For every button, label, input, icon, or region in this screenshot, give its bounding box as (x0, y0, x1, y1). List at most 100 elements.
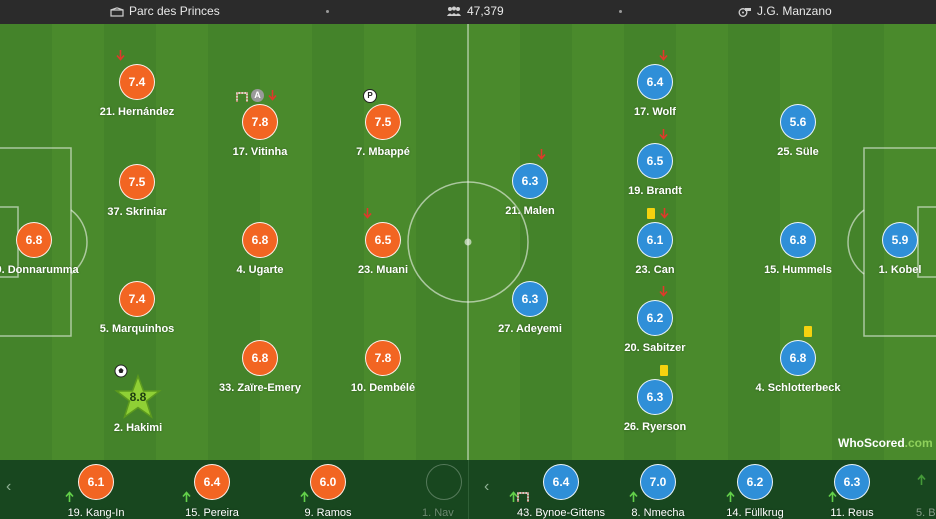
player-name: 25. Süle (777, 146, 819, 158)
rating-badge: 7.5 (119, 164, 155, 200)
brand-name: WhoScored (838, 436, 905, 450)
substitutes-bench: ‹ 6.1 19. Kang-In 6.4 15. Pereira 6.0 9.… (0, 460, 936, 519)
rating-badge: 6.1 (78, 464, 114, 500)
referee: J.G. Manzano (738, 0, 832, 24)
rating-badge: 6.8 (242, 222, 278, 258)
brand-suffix: .com (904, 436, 933, 450)
red-down-arrow-icon (660, 208, 669, 219)
player-name: 4. Ugarte (236, 264, 284, 276)
pitch-stripe (416, 24, 468, 460)
stadium-icon (110, 7, 124, 17)
green-up-arrow-icon (917, 474, 926, 485)
pitch: 6.8 99. Donnarumma 7.4 21. Hernández 7.5… (0, 24, 936, 460)
green-up-arrow-icon (300, 491, 309, 502)
player-name: 7. Mbappé (356, 146, 410, 158)
whoscored-logo: WhoScored.com (838, 436, 933, 450)
player-name: 8. Nmecha (631, 507, 685, 519)
chevron-left-icon[interactable]: ‹ (6, 478, 12, 495)
rating-badge: 6.8 (242, 340, 278, 376)
green-up-arrow-icon (726, 491, 735, 502)
yellow-card-icon (804, 326, 812, 337)
player-name: 1. Kobel (878, 264, 922, 276)
player-name: 37. Skriniar (107, 206, 167, 218)
rating-badge: 6.3 (637, 379, 673, 415)
player-name: 17. Wolf (634, 106, 676, 118)
goal-chance-icon (236, 92, 248, 102)
green-up-arrow-icon (828, 491, 837, 502)
green-up-arrow-icon (182, 491, 191, 502)
rating-badge: 8.8 (129, 390, 147, 404)
red-down-arrow-icon (537, 149, 546, 160)
player-name: 99. Donnarumma (0, 264, 79, 276)
player-name: 20. Sabitzer (624, 342, 686, 354)
rating-badge (426, 464, 462, 500)
rating-badge: 6.1 (637, 222, 673, 258)
referee-name: J.G. Manzano (757, 4, 832, 18)
player-name: 9. Ramos (304, 507, 352, 519)
green-up-arrow-icon (629, 491, 638, 502)
player-name: 26. Ryerson (623, 421, 687, 433)
rating-badge: 6.8 (780, 340, 816, 376)
player-name: 17. Vitinha (232, 146, 288, 158)
bench-divider (468, 460, 469, 519)
rating-badge: 6.8 (780, 222, 816, 258)
rating-badge: 6.0 (310, 464, 346, 500)
red-down-arrow-icon (659, 129, 668, 140)
player-name: 11. Reus (830, 507, 874, 519)
red-down-arrow-icon (116, 50, 125, 61)
match-info-bar: Parc des Princes 47,379 J.G. Manzano (0, 0, 936, 24)
assist-icon: A (251, 89, 264, 102)
rating-badge: 6.4 (637, 64, 673, 100)
rating-badge: 6.5 (365, 222, 401, 258)
rating-badge: 5.6 (780, 104, 816, 140)
chevron-left-icon[interactable]: ‹ (484, 478, 490, 495)
rating-badge: 7.4 (119, 281, 155, 317)
player-name: 10. Dembélé (350, 382, 416, 394)
rating-badge: 6.3 (512, 281, 548, 317)
pitch-markings (0, 24, 936, 460)
penalty-icon: P (363, 89, 377, 103)
rating-badge: 7.5 (365, 104, 401, 140)
player-name: 21. Hernández (99, 106, 175, 118)
player-name: 15. Pereira (185, 507, 239, 519)
rating-badge: 7.8 (365, 340, 401, 376)
player-name: 19. Brandt (628, 185, 682, 197)
yellow-card-icon (660, 365, 668, 376)
green-up-arrow-icon (509, 491, 518, 502)
pitch-stripe (728, 24, 780, 460)
red-down-arrow-icon (363, 208, 372, 219)
rating-badge: 7.8 (242, 104, 278, 140)
football-icon (114, 364, 128, 378)
player-name: 4. Schlotterbeck (755, 382, 841, 394)
player-name: 21. Malen (505, 205, 555, 217)
red-down-arrow-icon (268, 90, 277, 101)
player-name: 23. Muani (357, 264, 409, 276)
attendance-value: 47,379 (467, 4, 504, 18)
venue: Parc des Princes (110, 0, 220, 24)
player-name: 2. Hakimi (113, 422, 163, 434)
rating-badge: 6.4 (543, 464, 579, 500)
red-down-arrow-icon (659, 286, 668, 297)
whistle-icon (738, 8, 751, 18)
crowd-icon (447, 6, 461, 17)
goal-chance-icon (517, 492, 529, 502)
man-of-the-match-star-icon (114, 374, 162, 419)
player-name: 5. Marquinhos (99, 323, 175, 335)
player-name: 19. Kang-In (67, 507, 125, 519)
rating-badge: 6.8 (16, 222, 52, 258)
green-up-arrow-icon (65, 491, 74, 502)
divider-dot (326, 10, 329, 13)
player-name: 27. Adeyemi (498, 323, 562, 335)
rating-badge: 5.9 (882, 222, 918, 258)
player-name: 43. Bynoe-Gittens (516, 507, 606, 519)
rating-badge: 6.3 (512, 163, 548, 199)
divider-dot (619, 10, 622, 13)
yellow-card-icon (647, 208, 655, 219)
player-name: 23. Can (635, 264, 675, 276)
player-name: 15. Hummels (764, 264, 832, 276)
pitch-stripe (312, 24, 364, 460)
rating-badge: 7.4 (119, 64, 155, 100)
player-name: 14. Füllkrug (726, 507, 784, 519)
venue-label: Parc des Princes (129, 4, 220, 18)
player-name: 1. Nav (422, 507, 454, 519)
